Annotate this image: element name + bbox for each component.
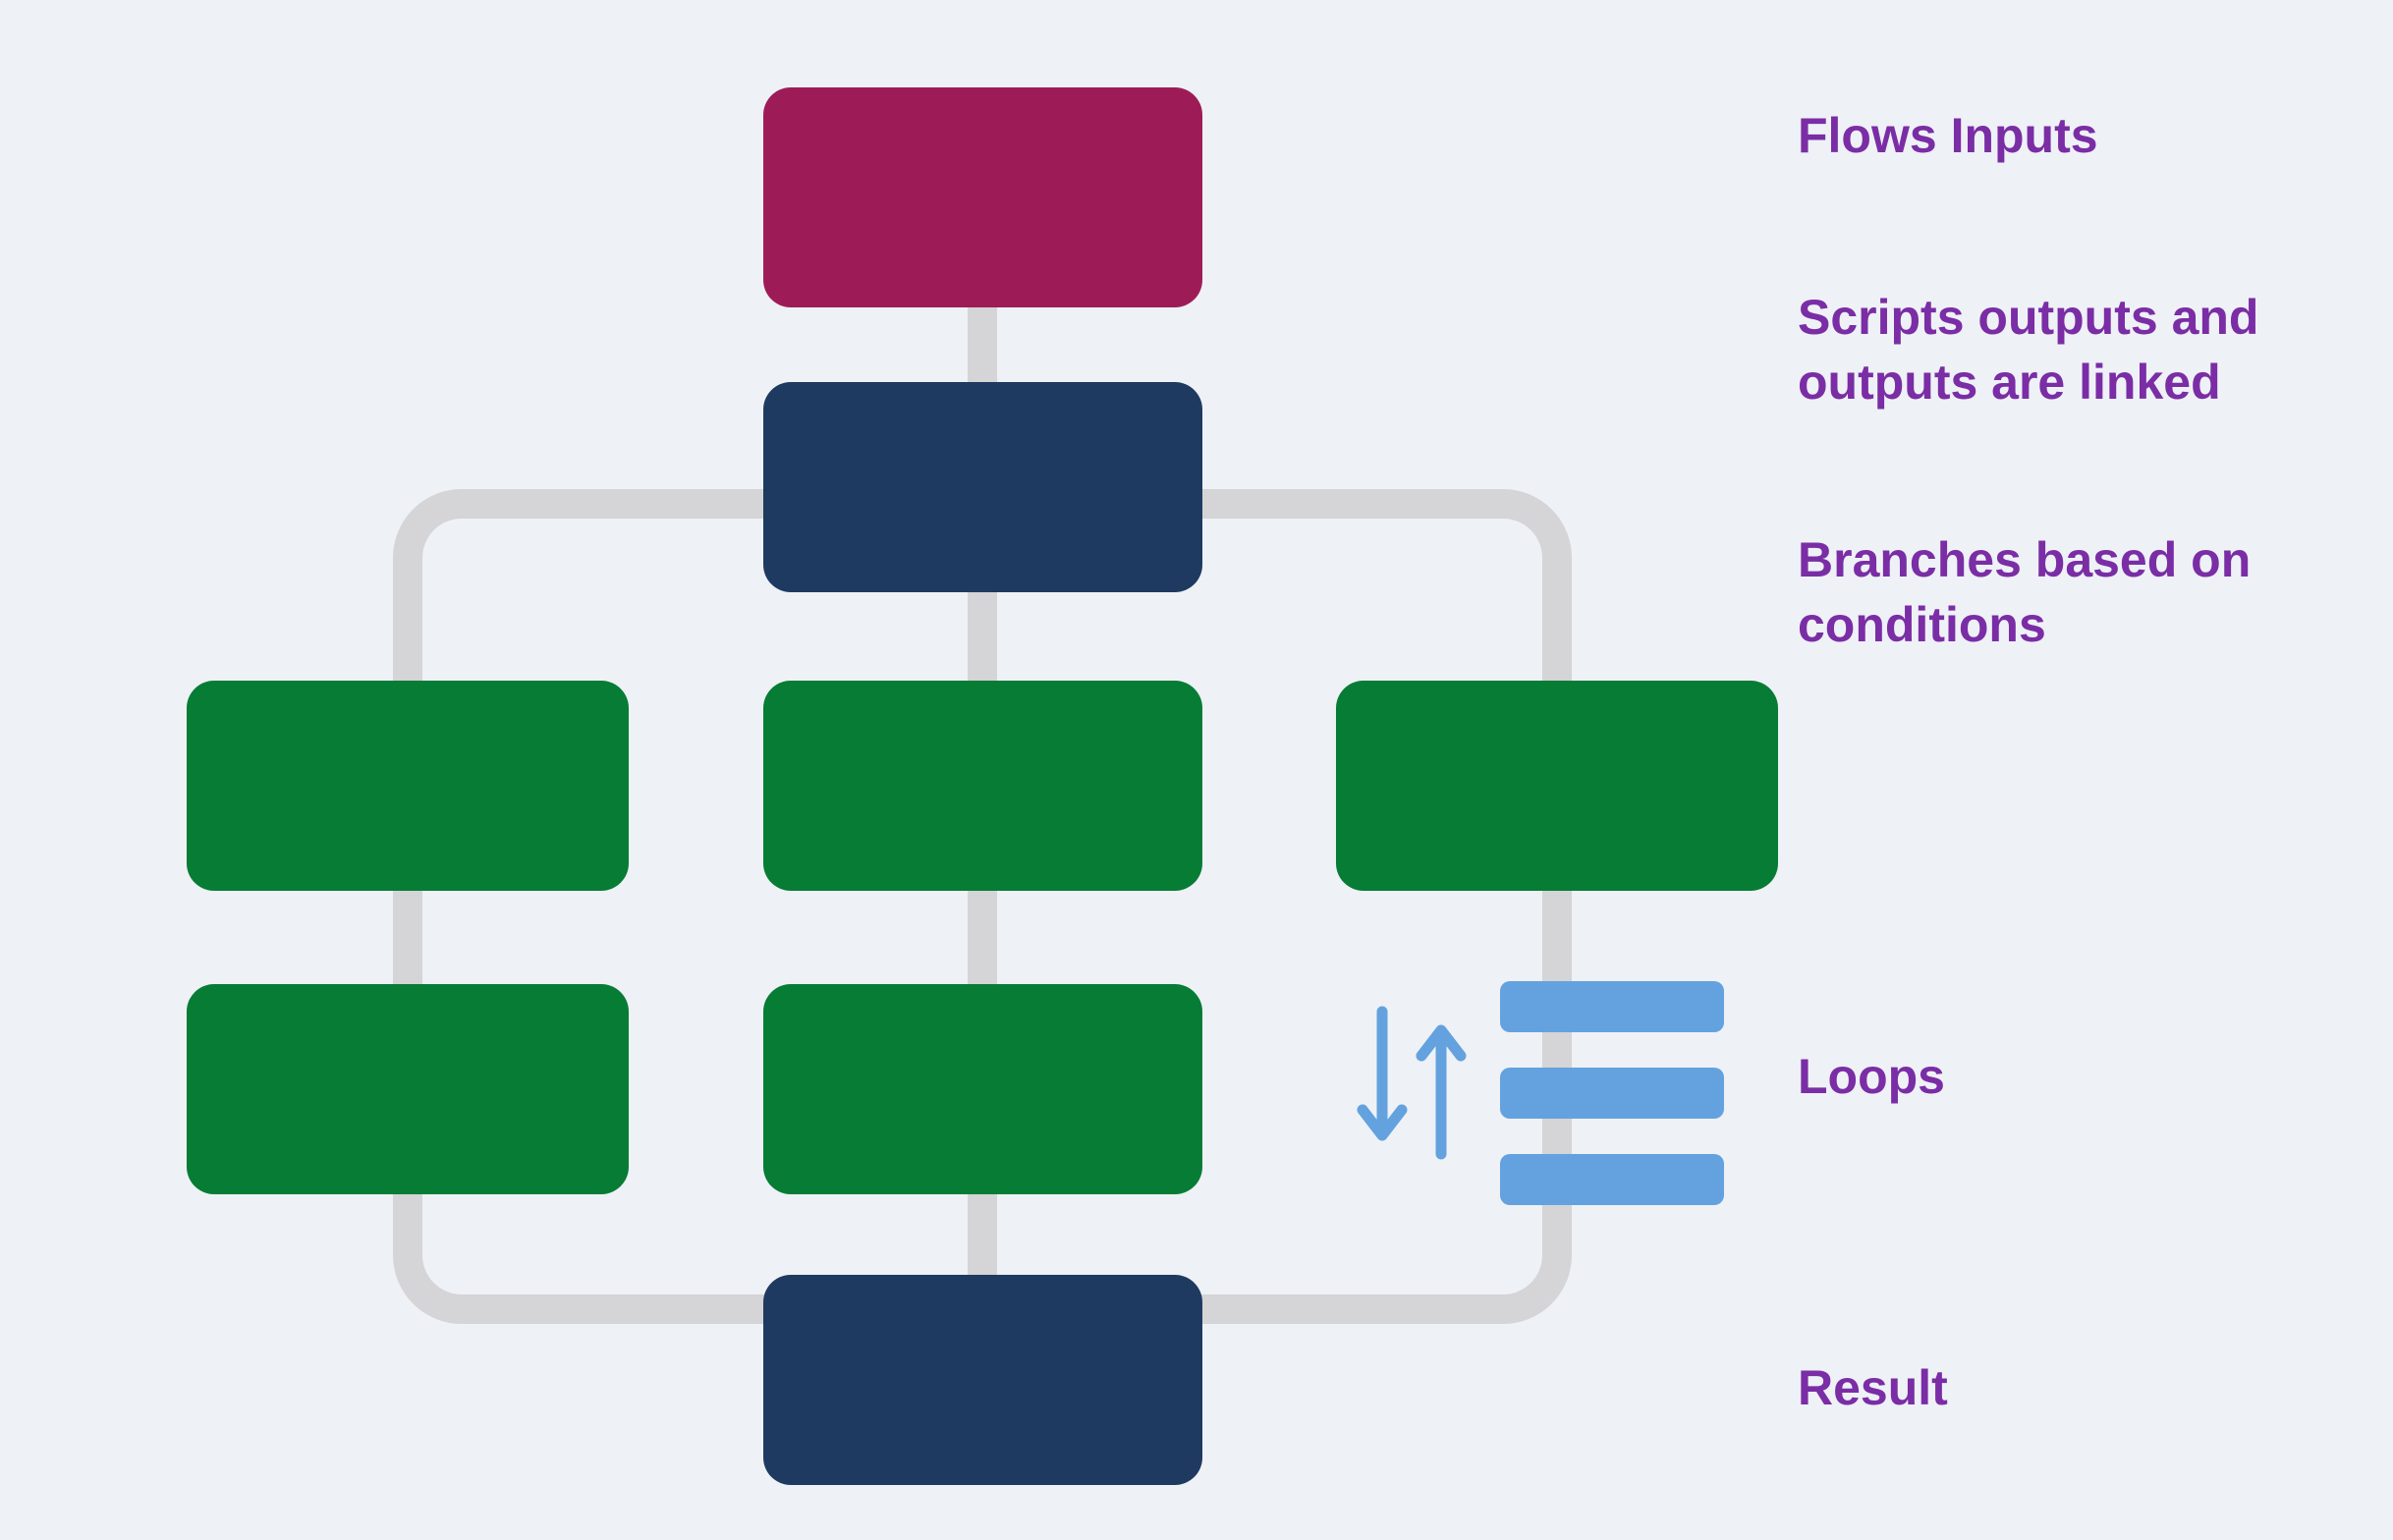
loop-bar xyxy=(1500,1154,1724,1205)
label-flows-inputs: Flows Inputs xyxy=(1798,108,2098,163)
branch-node-left xyxy=(187,681,629,891)
loop-bar xyxy=(1500,1068,1724,1119)
branch-node-center xyxy=(763,681,1202,891)
loop-bars xyxy=(1500,981,1724,1205)
input-node xyxy=(763,87,1202,307)
result-node xyxy=(763,1275,1202,1485)
label-scripts-outputs: Scripts outputs and outputs are linked xyxy=(1798,290,2259,410)
script-node xyxy=(763,382,1202,592)
label-loops: Loops xyxy=(1798,1049,1945,1104)
branch-node-right xyxy=(1336,681,1778,891)
label-branches: Branches based on conditions xyxy=(1798,532,2252,652)
loop-node-center xyxy=(763,984,1202,1194)
loop-bar xyxy=(1500,981,1724,1032)
loop-arrows-icon xyxy=(1357,1006,1467,1160)
loop-node-left xyxy=(187,984,629,1194)
label-result: Result xyxy=(1798,1360,1948,1415)
